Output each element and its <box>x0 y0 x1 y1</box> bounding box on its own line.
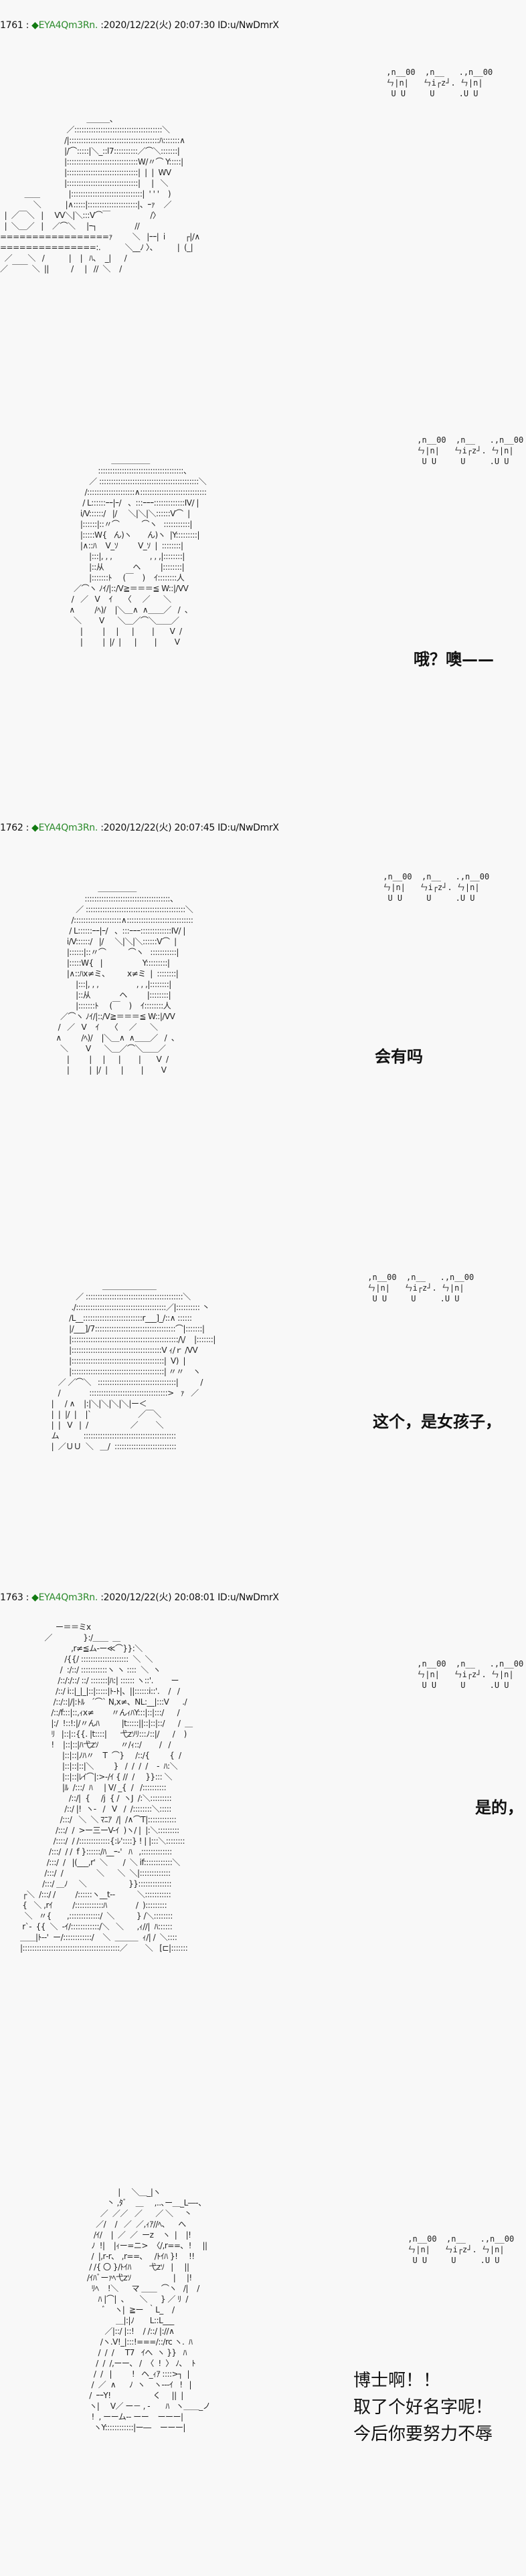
post-header-1763: 1763 : ◆EYA4Qm3Rn. :2020/12/22(火) 20:08:… <box>0 1590 279 1604</box>
ascii-art-scene-1: ＿＿＿、 ／::::::::::::::::::::::::::::::::::… <box>0 114 200 274</box>
dialogue-block: 博士啊！！ 取了个好名字呢！ 今后你要努力不辱 <box>353 2367 493 2448</box>
ascii-cows-sfx: ,n__00 ,n__ .,n__00 ㄣ|n| ㄣi┌z┘. ㄣ|n| U U… <box>417 435 524 466</box>
post-number: 1762 <box>0 823 23 833</box>
dialogue-text: 这个，是女孩子， <box>373 1412 501 1431</box>
ascii-art-character-smiling: ＿＿＿＿＿ ::::::::::::::::::::::::::::::::::… <box>69 455 207 647</box>
tripcode[interactable]: EYA4Qm3Rn. <box>38 1592 98 1603</box>
post-separator: : <box>23 20 32 31</box>
trip-diamond-icon: ◆ <box>31 823 39 833</box>
ascii-cows-sfx: ,n__00 ,n__ .,n__00 ㄣ|n| ㄣi┌z┘. ㄣ|n| U U… <box>408 2234 515 2265</box>
tripcode[interactable]: EYA4Qm3Rn. <box>38 823 98 833</box>
ascii-cows-sfx: ,n__00 ,n__ .,n__00 ㄣ|n| ㄣi┌z┘. ㄣ|n| U U… <box>383 872 490 903</box>
dialogue-line: 取了个好名字呢！ <box>353 2397 493 2418</box>
dialogue-text: 哦？噢—— <box>414 650 494 669</box>
trip-diamond-icon: ◆ <box>31 20 39 31</box>
dialogue-line: 博士啊！！ <box>353 2371 441 2391</box>
post-meta: :2020/12/22(火) 20:07:30 ID:u/NwDmrX <box>98 20 279 31</box>
post-header-1761: 1761 : ◆EYA4Qm3Rn. :2020/12/22(火) 20:07:… <box>0 18 279 31</box>
ascii-art-character-eyes-closed: ＿＿＿＿＿ ::::::::::::::::::::::::::::::::::… <box>56 883 193 1075</box>
dialogue-text: 会有吗 <box>375 1047 423 1066</box>
post-meta: :2020/12/22(火) 20:07:45 ID:u/NwDmrX <box>98 823 279 833</box>
ascii-cows-sfx: ,n__00 ,n__ .,n__00 ㄣ|n| ㄣi┌z┘. ㄣ|n| U U… <box>417 1659 524 1690</box>
post-meta: :2020/12/22(火) 20:08:01 ID:u/NwDmrX <box>98 1592 279 1603</box>
ascii-art-character-holding-baby: ＿＿＿＿＿＿＿ ／ ::::::::::::::::::::::::::::::… <box>51 1281 216 1451</box>
post-number: 1761 <box>0 20 23 31</box>
dialogue-line: 今后你要努力不辱 <box>353 2424 493 2444</box>
ascii-cows-sfx: ,n__00 ,n__ .,n__00 ㄣ|n| ㄣi┌z┘. ㄣ|n| U U… <box>367 1273 474 1303</box>
trip-diamond-icon: ◆ <box>31 1592 39 1603</box>
ascii-cows-sfx: ,n__00 ,n__ .,n__00 ㄣ|n| ㄣi┌z┘. ㄣ|n| U U… <box>386 68 493 98</box>
post-number: 1763 <box>0 1592 23 1603</box>
post-header-1762: 1762 : ◆EYA4Qm3Rn. :2020/12/22(火) 20:07:… <box>0 821 279 834</box>
post-separator: : <box>23 823 32 833</box>
tripcode[interactable]: EYA4Qm3Rn. <box>38 20 98 31</box>
post-separator: : <box>23 1592 32 1603</box>
ascii-art-character-glasses: | ＼＿_|ヽ 丶 ,ﾀﾞ ＿ ,..､ー＿_L―-、 ／ ／／ ／ ／ ＼ 丶… <box>86 2187 211 2432</box>
ascii-art-character-long-hair: ー＝＝ミx ／ }:/＿＿ ＿ ,r≠≦ム-ー≪⌒}}:＼ /{{/ :::::… <box>19 1622 193 1953</box>
dialogue-text: 是的， <box>475 1798 523 1817</box>
